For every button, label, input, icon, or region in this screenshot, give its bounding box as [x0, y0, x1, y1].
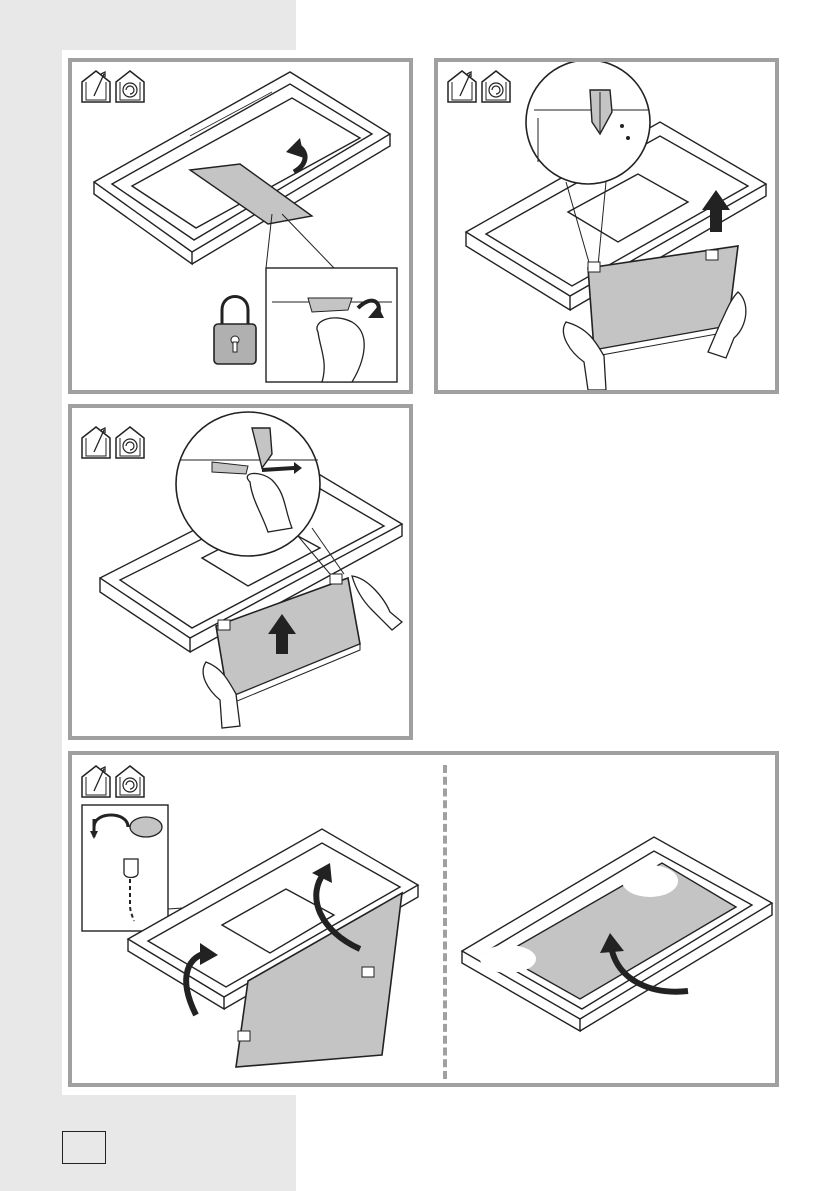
house-recirculation-icon	[116, 766, 144, 797]
carbon-filter-inset	[82, 805, 168, 931]
carbon-filter-icon	[130, 817, 162, 837]
step-3-panel	[68, 404, 413, 740]
hand-icon	[317, 318, 364, 382]
padlock-icon	[214, 297, 256, 365]
house-recirculation-icon	[116, 427, 144, 458]
margin-band-bottom	[0, 1095, 296, 1191]
step-4-panel	[68, 751, 779, 1087]
clip-detail-circle	[176, 412, 320, 556]
margin-band-top	[0, 0, 296, 50]
filter-spot-highlight	[480, 945, 536, 973]
filter-spot-highlight	[622, 865, 678, 897]
margin-band-left	[0, 0, 62, 1191]
page-number-box	[62, 1131, 106, 1164]
house-exhaust-icon	[82, 427, 110, 458]
house-exhaust-icon	[448, 71, 476, 102]
house-recirculation-icon	[116, 71, 144, 102]
house-exhaust-icon	[82, 766, 110, 797]
house-exhaust-icon	[82, 71, 110, 102]
hood-installed-illustration	[462, 837, 772, 1031]
latch-detail-inset	[266, 268, 397, 382]
house-recirculation-icon	[482, 71, 510, 102]
hand-icon	[352, 576, 402, 630]
step-2-panel	[434, 58, 779, 394]
hinge-detail-circle	[526, 62, 650, 184]
step-1-panel	[68, 58, 413, 394]
